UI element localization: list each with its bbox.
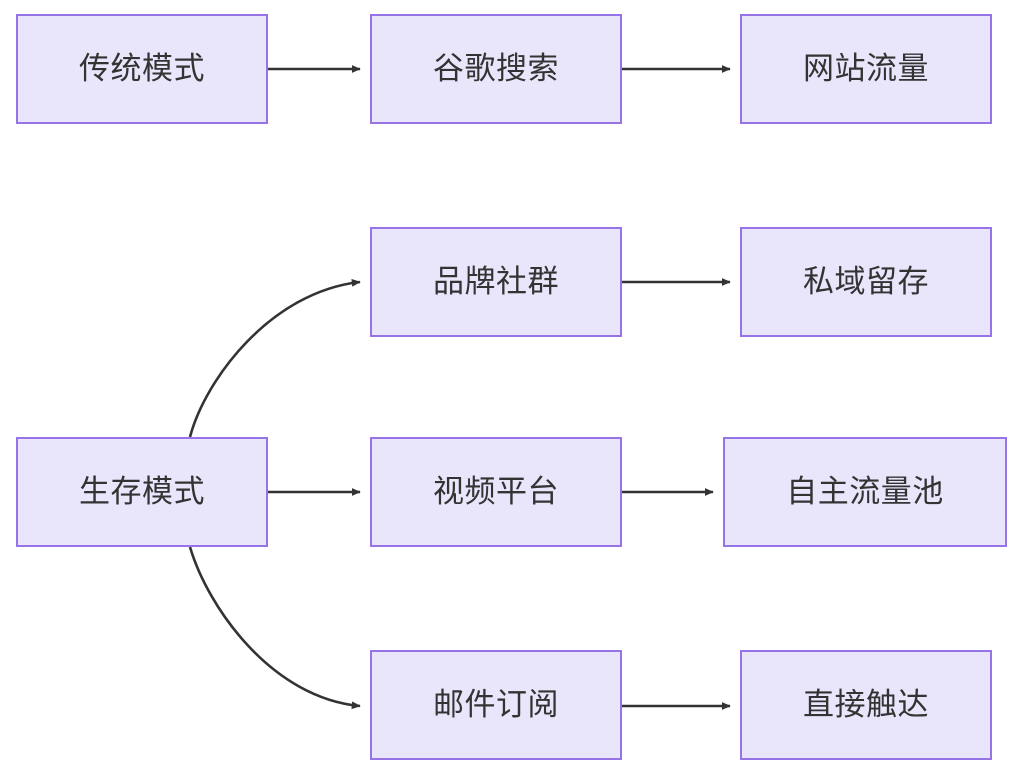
node-label: 私域留存 <box>803 263 929 300</box>
node-email-subscription[interactable]: 邮件订阅 <box>370 650 622 760</box>
node-google-search[interactable]: 谷歌搜索 <box>370 14 622 124</box>
node-label: 自主流量池 <box>786 473 944 510</box>
node-owned-traffic-pool[interactable]: 自主流量池 <box>723 437 1007 547</box>
edge-survival-to-community <box>188 279 361 438</box>
node-label: 直接触达 <box>803 686 929 723</box>
node-label: 谷歌搜索 <box>433 50 559 87</box>
edge-survival-to-email <box>188 546 361 710</box>
node-label: 品牌社群 <box>433 263 559 300</box>
node-label: 传统模式 <box>79 50 205 87</box>
node-brand-community[interactable]: 品牌社群 <box>370 227 622 337</box>
node-label: 视频平台 <box>433 473 559 510</box>
node-private-domain-retention[interactable]: 私域留存 <box>740 227 992 337</box>
node-survival-mode[interactable]: 生存模式 <box>16 437 268 547</box>
node-label: 网站流量 <box>803 50 929 87</box>
node-label: 生存模式 <box>79 473 205 510</box>
node-traditional-mode[interactable]: 传统模式 <box>16 14 268 124</box>
node-direct-reach[interactable]: 直接触达 <box>740 650 992 760</box>
node-label: 邮件订阅 <box>433 686 559 723</box>
node-website-traffic[interactable]: 网站流量 <box>740 14 992 124</box>
node-video-platform[interactable]: 视频平台 <box>370 437 622 547</box>
